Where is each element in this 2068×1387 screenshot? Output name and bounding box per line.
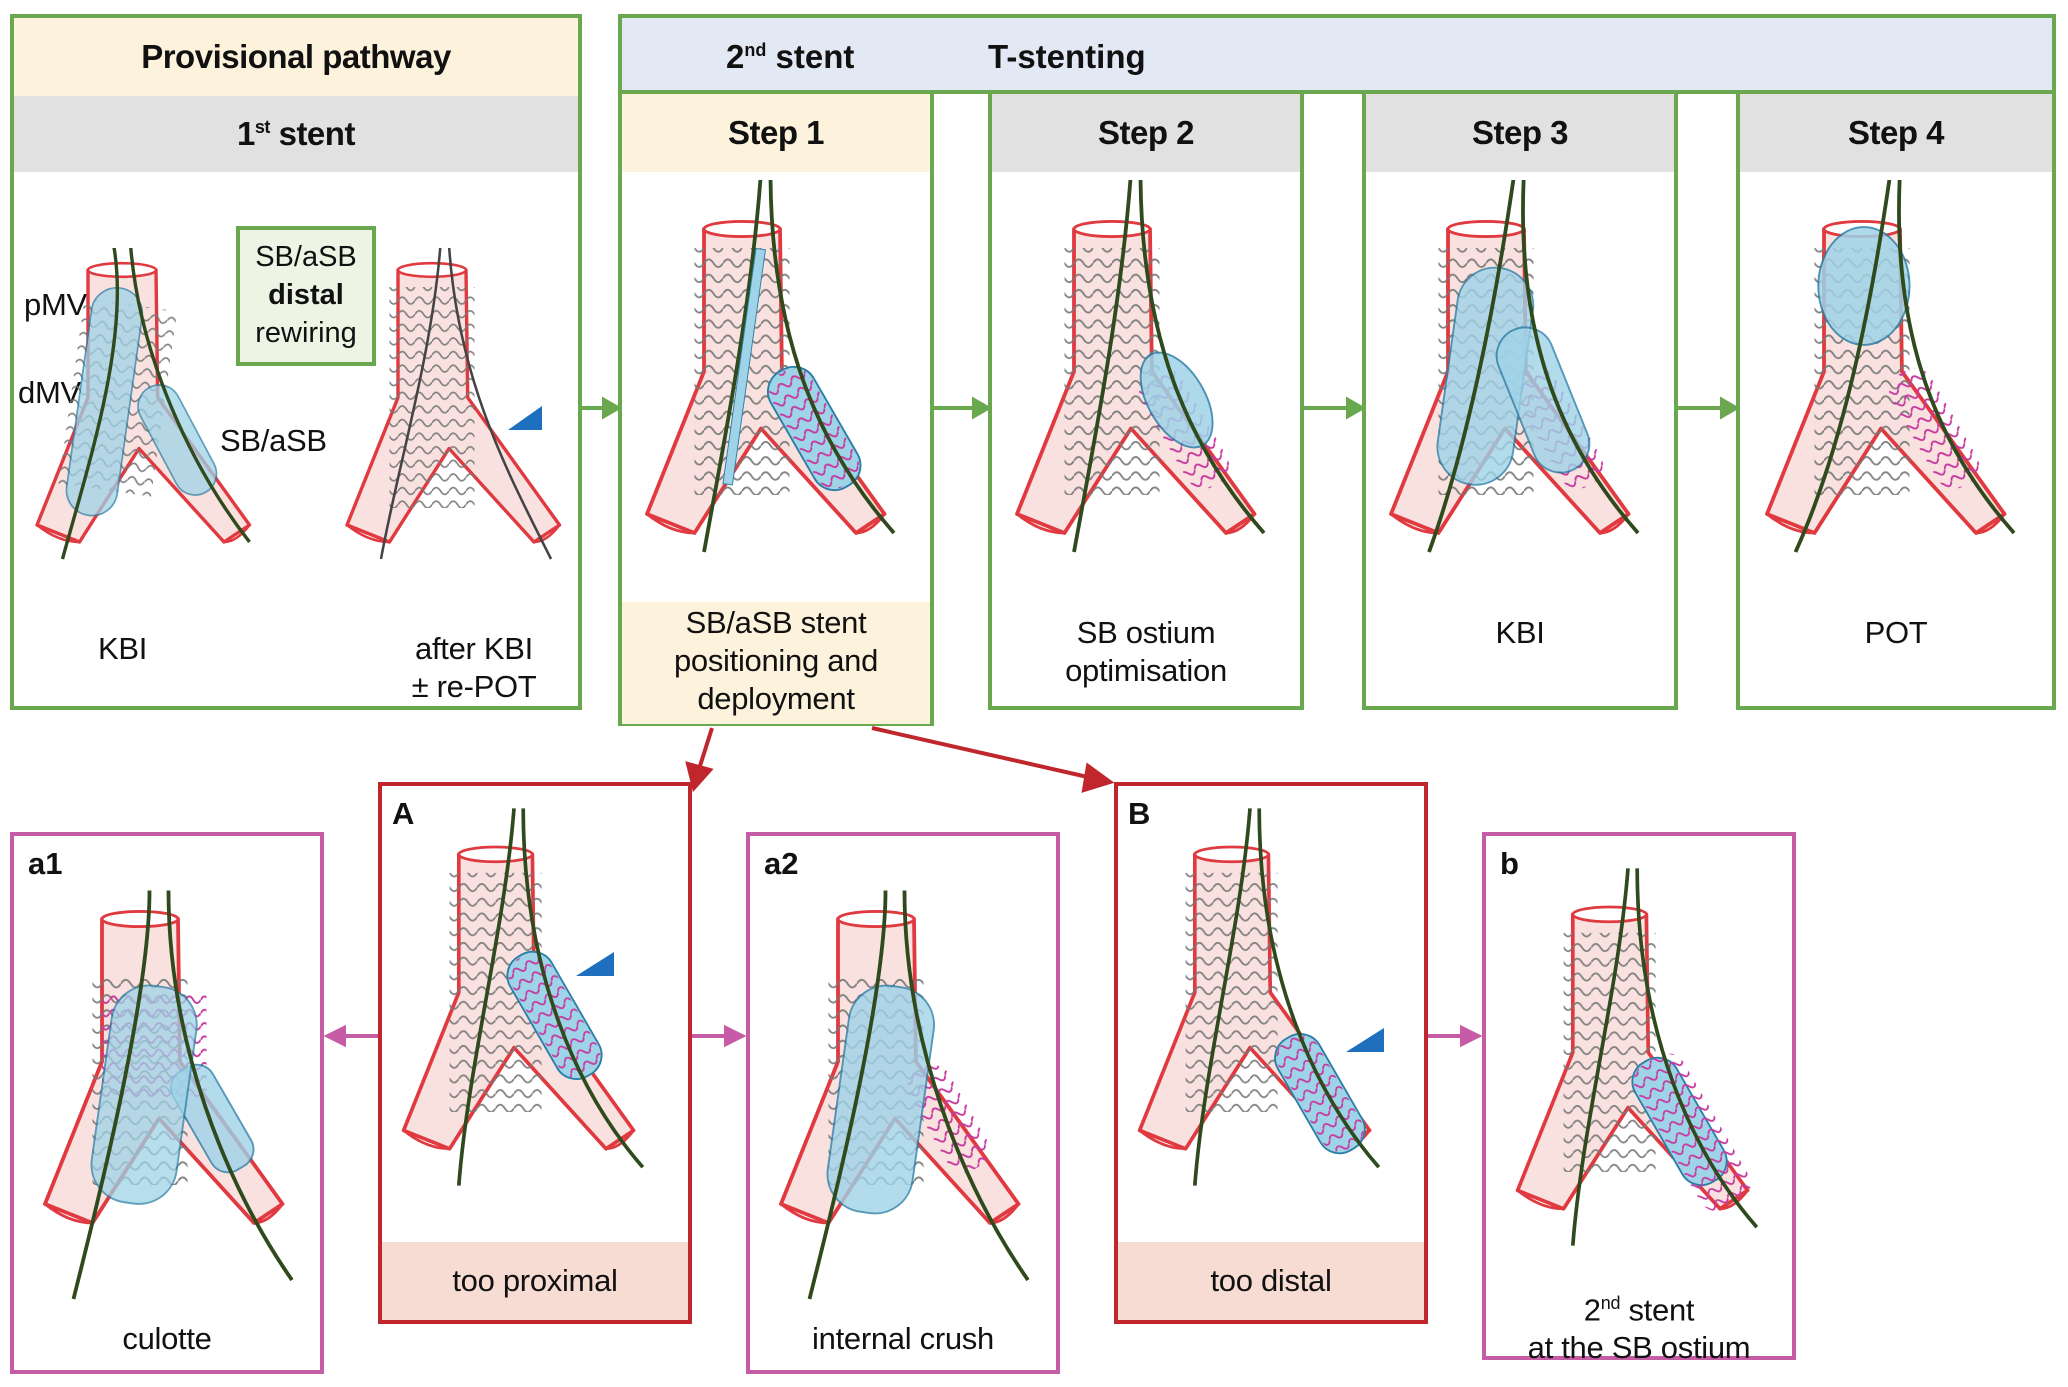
step-2-figure <box>1015 180 1266 553</box>
step-4-panel: Step 4 POT <box>1736 90 2056 710</box>
panel-A: A too proximal <box>378 782 692 1324</box>
first-stent-header: 1st stent <box>14 96 578 172</box>
caption-too-proximal: too proximal <box>382 1242 688 1320</box>
step-4-caption: POT <box>1864 615 1928 650</box>
too-distal-figure <box>1137 808 1381 1186</box>
arrowhead-icon <box>576 952 614 976</box>
tag-A: A <box>392 796 415 831</box>
tstent-title: T-stenting <box>988 38 1146 75</box>
step-1-panel: Step 1 SB/aSB stent positioning and depl… <box>618 90 934 726</box>
arrowhead-icon <box>1346 1028 1384 1052</box>
step-2-panel: Step 2 SB ostium optimisation <box>988 90 1304 710</box>
red-arrows <box>685 726 1115 793</box>
caption-second-stent-ostium: 2nd stent at the SB ostium <box>1527 1292 1751 1366</box>
internal-crush-figure <box>779 890 1030 1300</box>
panel-a1: a1 culotte <box>10 832 324 1374</box>
tag-a2: a2 <box>764 846 799 881</box>
rewiring-box: SB/aSB distal rewiring <box>236 226 376 366</box>
tag-B: B <box>1128 796 1151 831</box>
caption-culotte: culotte <box>122 1321 212 1356</box>
rewiring-line-3: rewiring <box>255 317 357 349</box>
magenta-arrows <box>323 1024 1483 1048</box>
provisional-title: Provisional pathway <box>141 38 451 75</box>
step-3-caption: KBI <box>1495 615 1545 650</box>
second-stent-label: 2nd stent <box>726 38 855 75</box>
panel-b: b 2nd stent at the SB ostium <box>1482 832 1796 1365</box>
step-1-caption: SB/aSB stent positioning and deployment <box>622 602 930 724</box>
step-3-figure <box>1389 180 1640 553</box>
green-arrows <box>582 396 1741 420</box>
step-2-caption: SB ostium optimisation <box>1065 615 1227 688</box>
panel-B: B too distal <box>1114 782 1428 1324</box>
after-kbi-figure <box>345 248 562 560</box>
panel-a2: a2 internal crush <box>746 832 1060 1374</box>
second-stent-ostium-figure <box>1515 868 1759 1246</box>
step-1-header: Step 1 <box>622 94 930 172</box>
tstent-header: 2nd stent T-stenting <box>618 14 2056 94</box>
provisional-header: Provisional pathway <box>14 18 578 96</box>
too-proximal-figure <box>401 808 645 1186</box>
arrowhead-icon <box>508 406 542 430</box>
step-3-header: Step 3 <box>1366 94 1674 172</box>
tag-a1: a1 <box>28 846 63 881</box>
rewiring-line-1: SB/aSB <box>255 241 357 273</box>
step-2-header: Step 2 <box>992 94 1300 172</box>
step-4-header: Step 4 <box>1740 94 2052 172</box>
step-1-figure <box>645 180 896 553</box>
label-pmv: pMV <box>24 287 87 322</box>
kbi-provisional-figure <box>35 248 252 560</box>
step-3-panel: Step 3 KBI <box>1362 90 1678 710</box>
caption-kbi-provisional: KBI <box>98 631 148 666</box>
culotte-figure <box>43 890 294 1300</box>
first-stent-label: 1st stent <box>237 115 355 152</box>
caption-internal-crush: internal crush <box>812 1321 994 1356</box>
step-4-figure <box>1765 180 2016 553</box>
provisional-panel: Provisional pathway 1st stent SB/aSB dis… <box>10 14 582 710</box>
caption-after-kbi: after KBI ± re-POT <box>411 631 537 704</box>
caption-too-distal: too distal <box>1118 1242 1424 1320</box>
tag-b: b <box>1500 846 1519 881</box>
label-sb: SB/aSB <box>220 423 327 458</box>
rewiring-line-2: distal <box>268 279 344 311</box>
